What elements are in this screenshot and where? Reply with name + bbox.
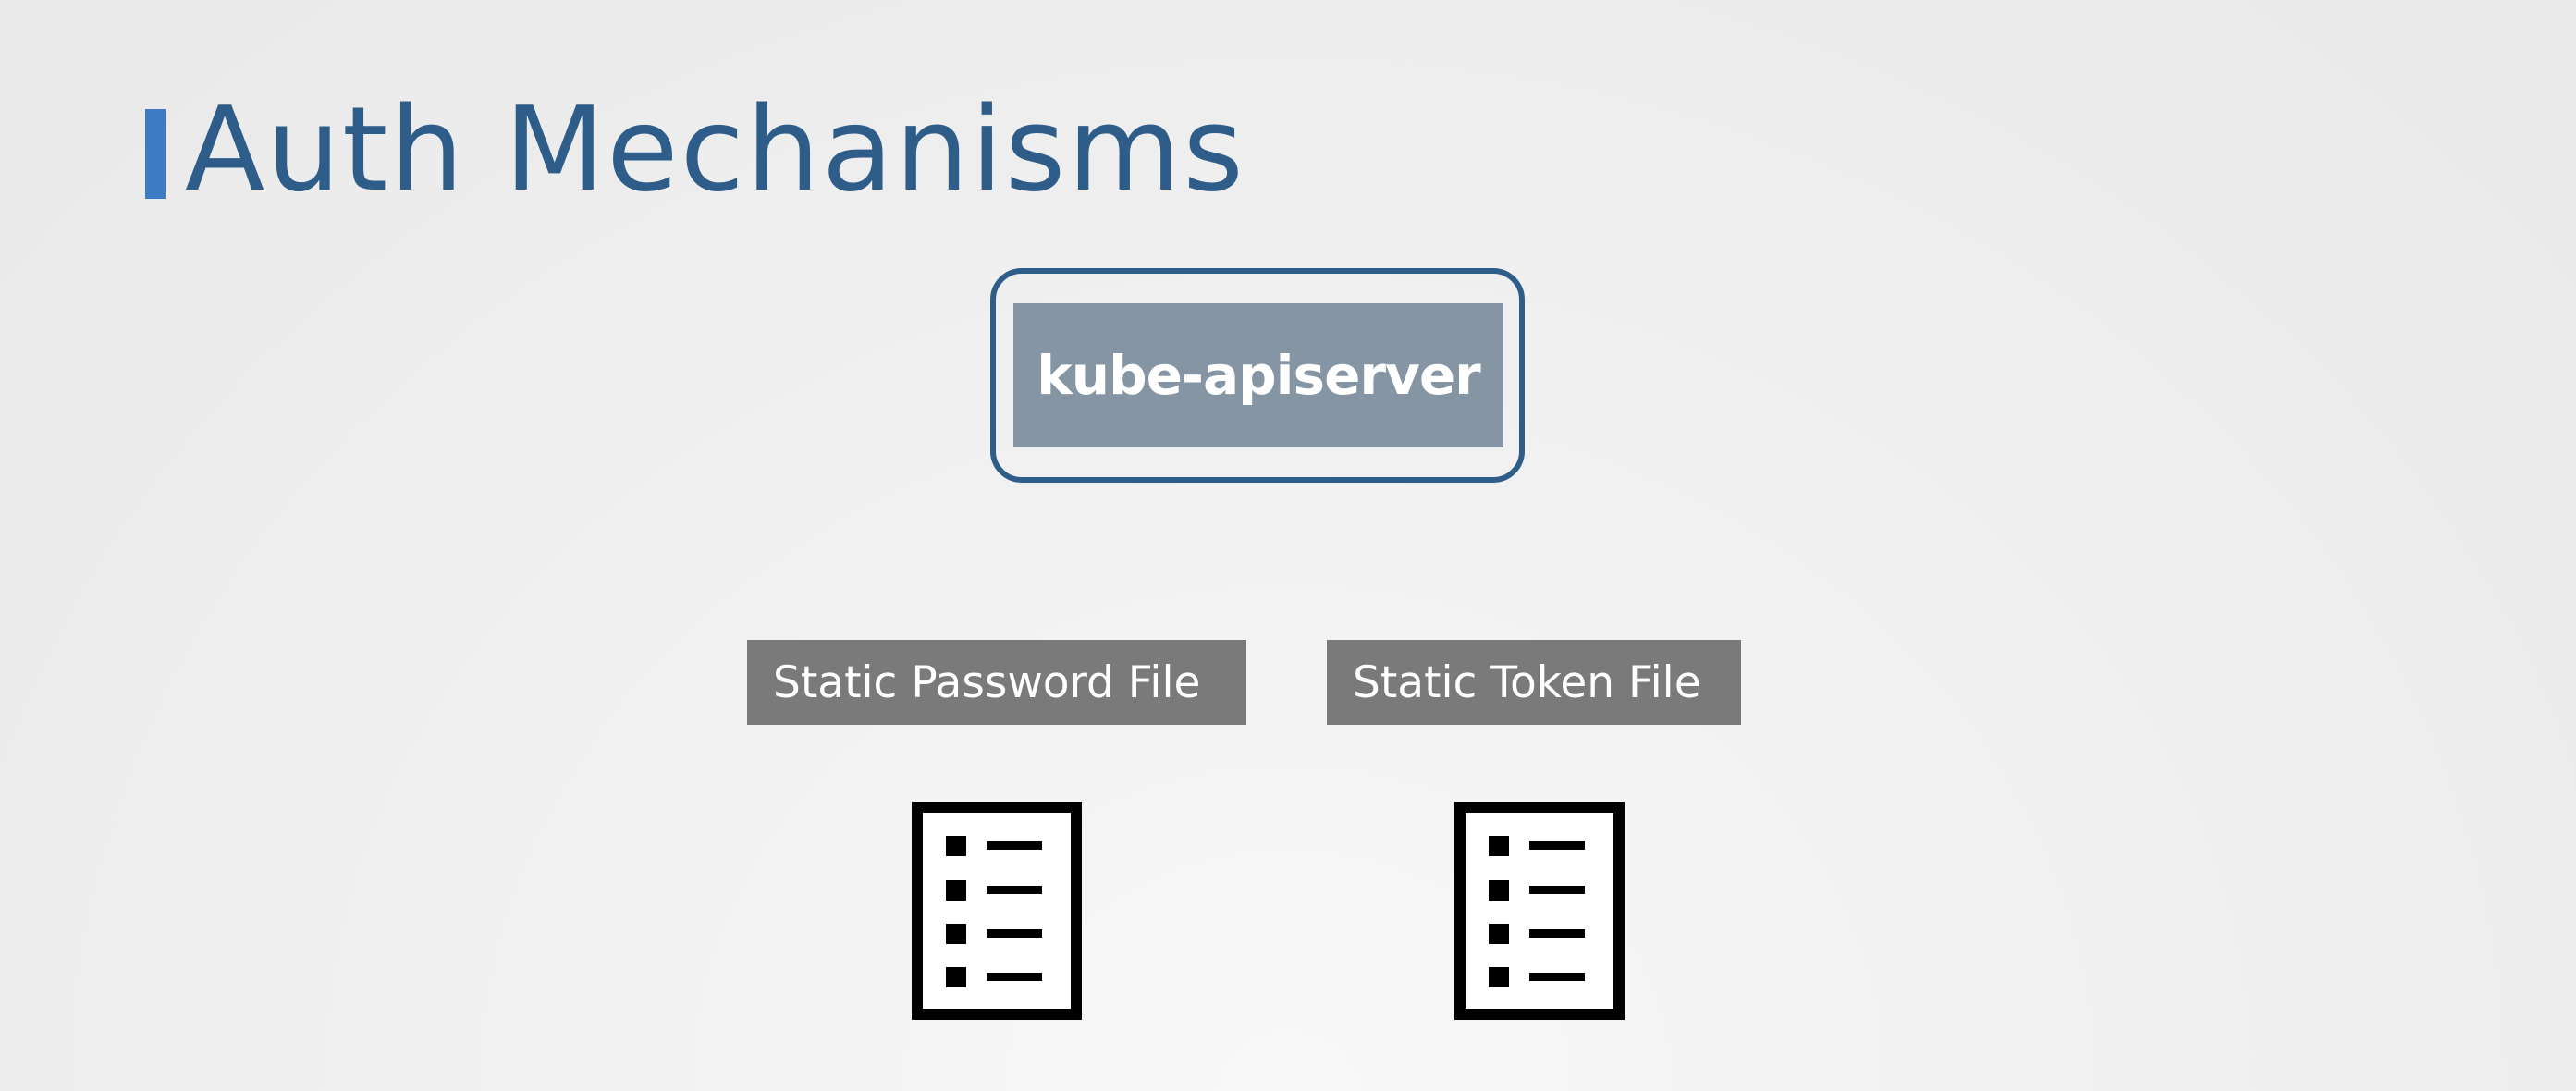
api-server-box: kube-apiserver (1013, 303, 1503, 447)
static-token-file-label: Static Token File (1327, 640, 1741, 725)
static-password-file-text: Static Password File (773, 656, 1201, 708)
api-server-label: kube-apiserver (1037, 344, 1481, 407)
document-list-icon (912, 802, 1082, 1020)
document-list-icon (1454, 802, 1625, 1020)
static-token-file-text: Static Token File (1353, 656, 1701, 708)
slide-title: Auth Mechanisms (185, 81, 1245, 217)
static-password-file-label: Static Password File (747, 640, 1246, 725)
api-server-outline (990, 268, 1525, 483)
title-accent-bar (145, 109, 166, 199)
